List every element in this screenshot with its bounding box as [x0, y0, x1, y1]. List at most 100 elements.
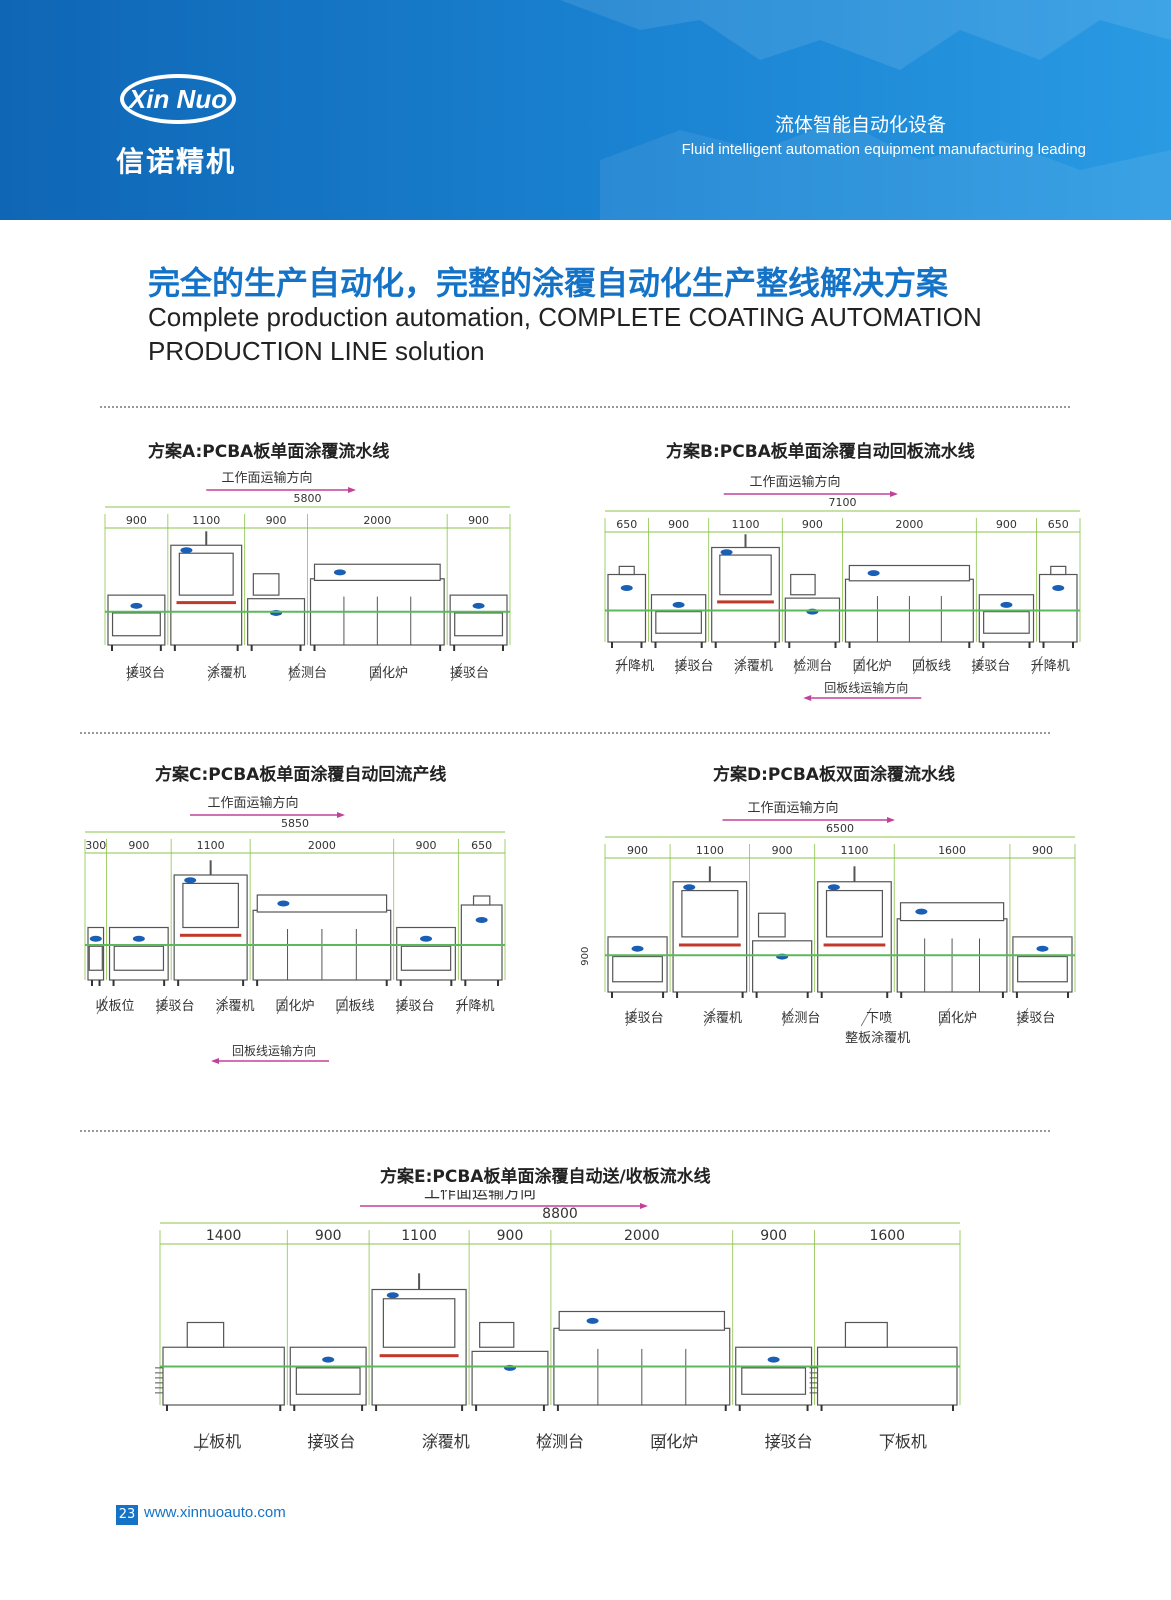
segment-length: 900 — [760, 1228, 787, 1244]
page-heading-en: Complete production automation, COMPLETE… — [148, 302, 982, 366]
website-link[interactable]: www.xinnuoauto.com — [144, 1504, 286, 1521]
station-label: 检测台 — [793, 659, 832, 674]
station-leader — [456, 995, 468, 1015]
station-label: 固化炉 — [369, 666, 408, 681]
segment-length: 900 — [468, 514, 489, 527]
station-leader — [655, 1432, 667, 1452]
machine-oven — [309, 563, 445, 651]
page-number: 23 — [116, 1505, 138, 1525]
station-leader — [451, 662, 462, 682]
station-leader — [913, 655, 924, 675]
plan-c-title: 方案C:PCBA板单面涂覆自动回流产线 — [155, 765, 447, 785]
machine-table — [607, 936, 668, 998]
machine-inspect — [752, 912, 813, 998]
total-length: 7100 — [829, 496, 857, 509]
station-leader — [939, 1007, 950, 1027]
machine-table — [396, 926, 456, 986]
segment-length: 1100 — [192, 514, 220, 527]
segment-length: 900 — [266, 514, 287, 527]
segment-length: 2000 — [895, 518, 923, 531]
divider — [80, 1130, 1050, 1132]
company-logo: Xin Nuo — [120, 74, 236, 124]
segment-length: 900 — [668, 518, 689, 531]
machine-table — [1012, 936, 1073, 998]
segment-length: 900 — [1032, 844, 1053, 857]
segment-length: 1100 — [197, 839, 225, 852]
station-leader — [208, 662, 219, 682]
machine-oven — [553, 1310, 731, 1411]
station-leader — [396, 995, 408, 1015]
segment-length: 1600 — [869, 1228, 905, 1244]
station-label: 涂覆机 — [215, 998, 254, 1014]
plan-e-title: 方案E:PCBA板单面涂覆自动送/收板流水线 — [380, 1167, 711, 1187]
station-leader — [884, 1432, 896, 1452]
station-sub-label: 整板涂覆机 — [845, 1030, 910, 1046]
station-leader — [336, 995, 348, 1015]
machine-table — [289, 1346, 367, 1411]
machine-inspect — [784, 573, 841, 648]
station-leader — [675, 655, 687, 675]
machine-table — [735, 1346, 813, 1411]
segment-length: 650 — [471, 839, 492, 852]
direction-arrowhead — [887, 817, 895, 823]
direction-arrowhead — [337, 812, 345, 818]
divider — [80, 732, 1050, 734]
direction-label: 工作面运输方向 — [424, 1190, 536, 1202]
station-label: 固化炉 — [938, 1011, 977, 1026]
station-label: 升降机 — [455, 999, 494, 1014]
segment-length: 300 — [85, 839, 106, 852]
machine-loader — [155, 1321, 285, 1411]
machine-coater — [817, 866, 892, 998]
direction-label: 工作面运输方向 — [747, 800, 838, 816]
tagline-en: Fluid intelligent automation equipment m… — [681, 141, 1086, 158]
machine-table — [449, 594, 508, 651]
return-direction-label: 回板线运输方向 — [824, 680, 908, 695]
machine-lift — [460, 895, 503, 986]
page-heading-cn: 完全的生产自动化，完整的涂覆自动化生产整线解决方案 — [148, 264, 949, 302]
station-label: 接驳台 — [395, 998, 434, 1014]
segment-length: 2000 — [624, 1228, 660, 1244]
station-label: 固化炉 — [650, 1432, 698, 1451]
machine-table — [650, 594, 707, 648]
station-label: 检测台 — [288, 666, 327, 681]
direction-label: 工作面运输方向 — [749, 474, 840, 490]
station-leader — [541, 1432, 553, 1452]
total-length: 6500 — [826, 822, 854, 835]
plan-d-title: 方案D:PCBA板双面涂覆流水线 — [713, 765, 955, 785]
station-leader — [127, 662, 138, 682]
station-label: 回板线 — [912, 659, 951, 674]
station-label: 上板机 — [193, 1432, 241, 1451]
station-label: 升降机 — [615, 659, 654, 674]
station-leader — [853, 655, 865, 675]
station-leader — [972, 655, 984, 675]
station-leader — [782, 1007, 794, 1027]
station-label: 涂覆机 — [422, 1432, 470, 1451]
world-map-decoration — [560, 0, 1171, 220]
total-length: 5850 — [281, 817, 309, 830]
station-label: 升降机 — [1031, 659, 1070, 674]
segment-length: 1400 — [206, 1228, 242, 1244]
machine-table — [87, 926, 105, 986]
machine-oven — [252, 894, 392, 986]
segment-length: 900 — [996, 518, 1017, 531]
station-label: 接驳台 — [155, 998, 194, 1014]
station-label: 涂覆机 — [734, 658, 773, 674]
segment-length: 900 — [627, 844, 648, 857]
segment-length: 1100 — [731, 518, 759, 531]
direction-arrowhead — [890, 491, 898, 497]
return-direction-arrowhead — [211, 1058, 219, 1064]
station-label: 接驳台 — [675, 658, 714, 674]
machine-oven — [844, 564, 974, 648]
direction-arrowhead — [640, 1203, 648, 1209]
machine-coater — [170, 531, 243, 651]
station-label: 下喷 — [866, 1011, 892, 1026]
station-leader — [1017, 1007, 1029, 1027]
machine-coater — [371, 1273, 467, 1411]
station-leader — [289, 662, 300, 682]
station-leader — [216, 995, 228, 1015]
segment-length: 900 — [802, 518, 823, 531]
station-leader — [370, 662, 381, 682]
